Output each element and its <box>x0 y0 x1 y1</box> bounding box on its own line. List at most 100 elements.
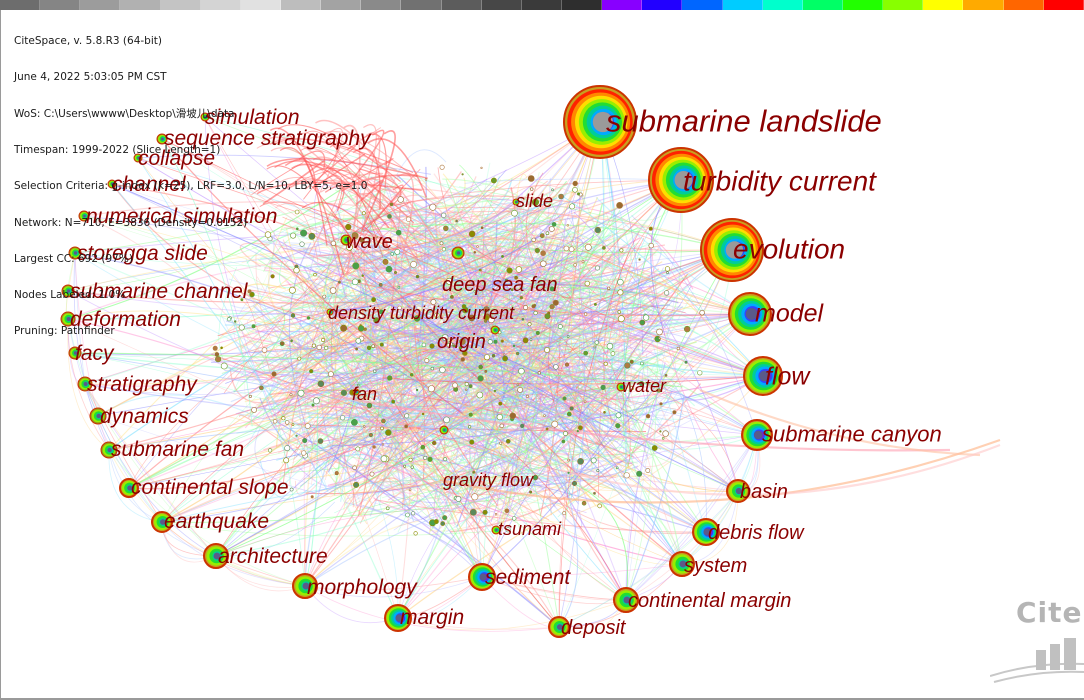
keyword-node[interactable] <box>60 311 76 327</box>
keyword-node[interactable] <box>563 85 637 159</box>
keyword-label[interactable]: slide <box>516 191 553 211</box>
keyword-label[interactable]: turbidity current <box>683 166 877 197</box>
keyword-node[interactable] <box>728 292 772 336</box>
keyword-node[interactable] <box>78 210 90 222</box>
keyword-label[interactable]: submarine fan <box>111 438 244 461</box>
keyword-node[interactable] <box>326 308 334 316</box>
minor-node <box>433 519 439 525</box>
keyword-label[interactable]: system <box>684 555 747 577</box>
keyword-label[interactable]: earthquake <box>164 510 269 533</box>
keyword-node[interactable] <box>648 147 714 213</box>
keyword-node[interactable] <box>613 587 639 613</box>
keyword-label[interactable]: storegga slide <box>77 242 208 265</box>
keyword-node[interactable] <box>292 573 318 599</box>
network-edge <box>74 252 523 268</box>
keyword-label[interactable]: deep sea fan <box>442 274 558 296</box>
network-edge <box>587 310 751 316</box>
network-edge <box>320 172 384 193</box>
keyword-node[interactable] <box>616 382 626 392</box>
minor-node <box>617 289 624 296</box>
minor-node <box>247 289 252 294</box>
keyword-node[interactable] <box>692 518 720 546</box>
keyword-label[interactable]: collapse <box>138 147 215 170</box>
keyword-node[interactable] <box>68 346 82 360</box>
keyword-label[interactable]: evolution <box>733 234 845 265</box>
keyword-node[interactable] <box>100 441 118 459</box>
keyword-node-core <box>479 573 487 581</box>
keyword-label[interactable]: water <box>622 376 667 396</box>
network-edge <box>84 383 163 523</box>
keyword-node[interactable] <box>700 218 764 282</box>
keyword-node[interactable] <box>451 246 465 260</box>
keyword-label[interactable]: tsunami <box>498 519 562 539</box>
keyword-label[interactable]: density turbidity current <box>328 303 515 323</box>
keyword-label[interactable]: sediment <box>485 566 571 589</box>
keyword-label[interactable]: architecture <box>218 545 328 568</box>
keyword-node[interactable] <box>512 198 520 206</box>
keyword-label[interactable]: submarine landslide <box>606 104 882 139</box>
keyword-node[interactable] <box>743 356 783 396</box>
keyword-label[interactable]: deposit <box>561 617 627 639</box>
keyword-node[interactable] <box>203 543 229 569</box>
keyword-label[interactable]: origin <box>437 331 486 353</box>
network-edge <box>353 346 377 378</box>
keyword-node-core <box>456 251 461 255</box>
minor-node <box>380 426 384 431</box>
keyword-node[interactable] <box>352 388 360 396</box>
keyword-label[interactable]: dynamics <box>100 405 189 428</box>
keyword-node[interactable] <box>490 325 500 335</box>
keyword-label[interactable]: channel <box>112 173 187 196</box>
keyword-node[interactable] <box>491 525 501 535</box>
keyword-label[interactable]: debris flow <box>708 522 805 544</box>
network-edge <box>397 207 617 619</box>
keyword-label[interactable]: wave <box>346 231 393 253</box>
network-edge <box>404 313 751 355</box>
minor-node <box>581 260 585 264</box>
keyword-label[interactable]: gravity flow <box>443 470 534 490</box>
keyword-node[interactable] <box>340 234 352 246</box>
keyword-label[interactable]: stratigraphy <box>87 373 198 396</box>
keyword-node[interactable] <box>156 133 168 145</box>
keyword-label[interactable]: continental margin <box>628 590 791 612</box>
keyword-node[interactable] <box>119 478 139 498</box>
keyword-label[interactable]: basin <box>740 481 788 503</box>
keyword-node[interactable] <box>61 284 75 298</box>
keyword-label[interactable]: model <box>755 300 825 328</box>
keyword-label[interactable]: deformation <box>70 308 181 331</box>
network-edge <box>508 309 758 436</box>
keyword-label[interactable]: facy <box>75 342 115 365</box>
keyword-node[interactable] <box>77 376 93 392</box>
minor-node <box>288 286 296 294</box>
network-edge <box>349 385 627 601</box>
keyword-label[interactable]: flow <box>765 363 811 391</box>
network-edge <box>326 361 636 449</box>
network-edge <box>251 175 496 383</box>
keyword-label[interactable]: simulation <box>205 106 300 129</box>
keyword-node[interactable] <box>726 479 750 503</box>
keyword-node[interactable] <box>548 616 570 638</box>
keyword-label[interactable]: submarine canyon <box>762 421 942 446</box>
keyword-node[interactable] <box>133 153 143 163</box>
keyword-node[interactable] <box>107 179 117 189</box>
keyword-node[interactable] <box>741 419 773 451</box>
keyword-node[interactable] <box>151 511 173 533</box>
network-edge <box>359 484 422 524</box>
keyword-label[interactable]: submarine channel <box>70 280 249 303</box>
keyword-node[interactable] <box>89 407 107 425</box>
keyword-node[interactable] <box>468 563 496 591</box>
keyword-label[interactable]: sequence stratigraphy <box>164 127 372 150</box>
keyword-label[interactable]: morphology <box>307 576 418 599</box>
network-edge <box>215 276 643 557</box>
keyword-node[interactable] <box>384 604 412 632</box>
keyword-node[interactable] <box>439 425 449 435</box>
keyword-label[interactable]: fan <box>352 384 377 404</box>
keyword-label[interactable]: numerical simulation <box>86 205 277 228</box>
minor-node <box>455 219 458 223</box>
keyword-node[interactable] <box>68 246 82 260</box>
keyword-label[interactable]: margin <box>400 606 464 629</box>
network-edge <box>407 407 446 486</box>
keyword-label[interactable]: continental slope <box>131 476 289 499</box>
keyword-node[interactable] <box>200 112 210 122</box>
keyword-node[interactable] <box>669 551 695 577</box>
